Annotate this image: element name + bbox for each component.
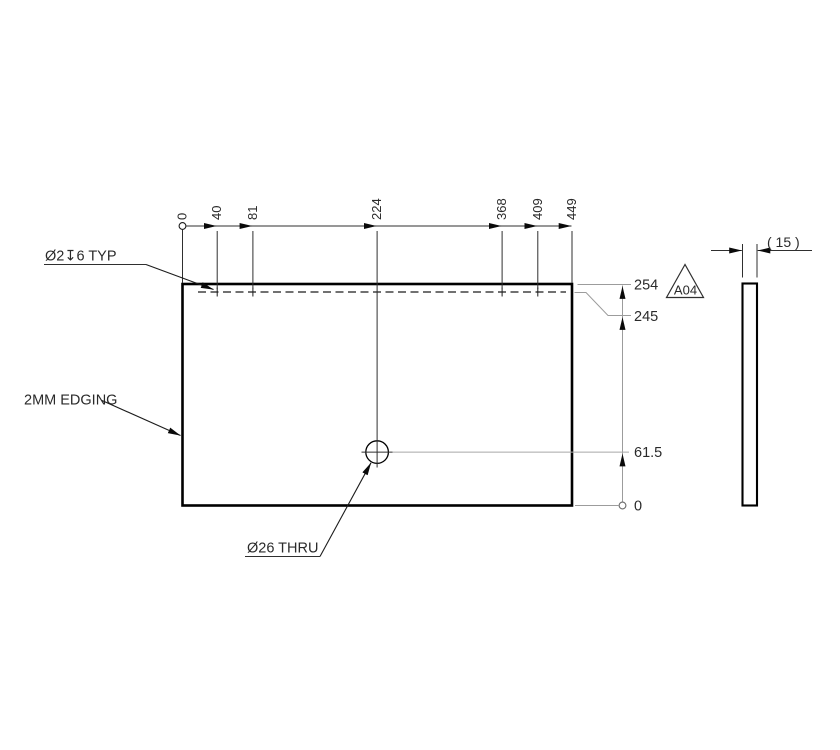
ordinate-dim-label: 449 [564,198,579,220]
ordinate-dim-label: 81 [245,206,260,220]
ordinate-dim-label: 254 [634,278,658,294]
right-ordinate-dimensions: 254 245 61.5 0 [392,278,662,515]
ordinate-dim-label: 61.5 [634,445,662,461]
thru-hole-callout: Ø26 THRU [245,462,372,557]
leader-line [145,263,214,291]
revision-flag-label: A04 [674,283,697,298]
hole-depth-callout-label: Ø2↧6 TYP [45,249,117,265]
revision-flag: A04 [665,263,705,299]
revision-flag-triangle [665,263,705,299]
ordinate-dim-label: 40 [209,206,224,220]
front-view [181,231,574,507]
edging-callout: 2MM EDGING [24,393,181,437]
ordinate-dim-label: 245 [634,309,658,325]
ordinate-dim-label: 0 [634,499,642,515]
ordinate-origin-marker [178,222,187,230]
jogged-extension-line [574,292,631,316]
ordinate-dim-label: 409 [530,198,545,220]
ordinate-dim-label: 0 [175,213,190,220]
top-ordinate-dimensions: 0 40 81 224 368 409 449 [175,198,579,289]
hole-depth-callout: Ø2↧6 TYP [44,249,214,291]
thru-hole-callout-label: Ø26 THRU [247,541,318,557]
ordinate-dim-label: 224 [369,198,384,220]
side-view: ( 15 ) [711,234,812,507]
leader-line [101,399,181,437]
leader-line [319,462,372,557]
ordinate-origin-marker [618,501,627,510]
thickness-dim-label: ( 15 ) [767,234,800,250]
ordinate-dim-label: 368 [494,198,509,220]
panel-thickness-outline [741,282,759,507]
edging-callout-label: 2MM EDGING [24,393,117,409]
